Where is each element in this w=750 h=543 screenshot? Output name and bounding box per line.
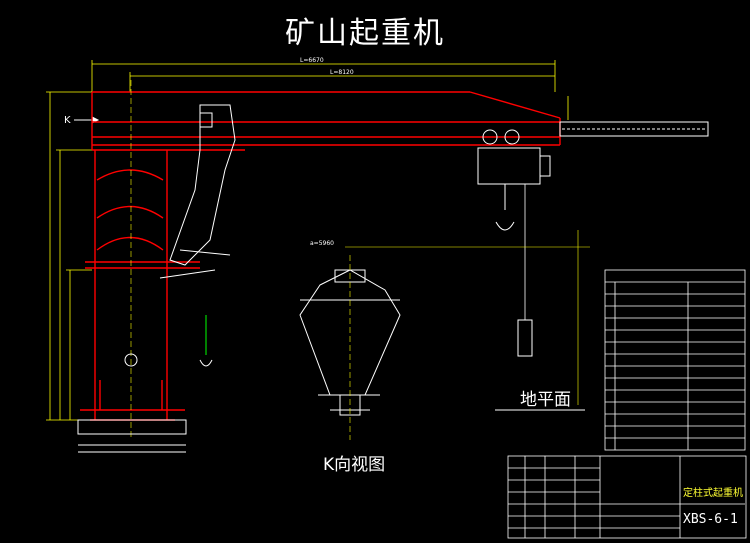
drawing-title: 矿山起重机: [285, 16, 445, 51]
hoist-trolley: [477, 129, 551, 231]
ground-label: 地平面: [520, 390, 571, 410]
parts-table: [604, 269, 746, 451]
drawing-number: XBS-6-1: [683, 512, 738, 527]
base-plate: [77, 419, 187, 453]
top-dimensions: [91, 60, 569, 120]
column-bolt-icon: [124, 353, 138, 367]
crane-column: [80, 150, 200, 421]
overall-length-dim: L=6670: [300, 57, 324, 64]
slewing-drive: [159, 104, 236, 279]
base-offset-dim: a=5960: [310, 240, 334, 247]
hoist-weight: [517, 319, 533, 357]
jib-extension: [559, 121, 709, 137]
hook-height-dim: [345, 230, 590, 405]
crane-jib: [91, 91, 561, 151]
span-dim: L=8120: [330, 69, 354, 76]
k-view-label: K向视图: [323, 455, 386, 475]
title-block: [507, 455, 747, 539]
drawing-name: 定柱式起重机: [683, 488, 743, 499]
k-arrow-label: K: [64, 115, 71, 126]
column-hook: [199, 315, 213, 367]
